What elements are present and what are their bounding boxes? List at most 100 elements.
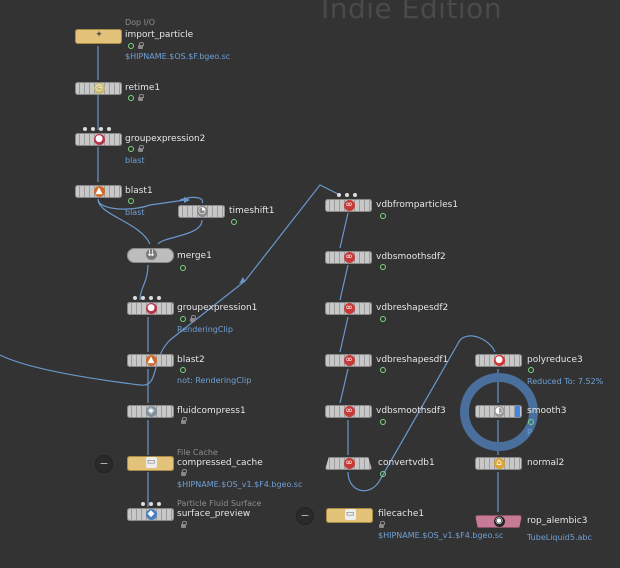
smooth-icon: ◐ bbox=[493, 406, 505, 417]
node-name[interactable]: filecache1 bbox=[378, 509, 425, 519]
node-name[interactable]: compressed_cache bbox=[177, 458, 263, 468]
input-port[interactable] bbox=[149, 502, 153, 506]
compress-icon: ◈ bbox=[145, 406, 157, 417]
display-flag[interactable] bbox=[128, 146, 134, 152]
node-name[interactable]: normal2 bbox=[527, 458, 565, 468]
node-name[interactable]: vdbsmoothsdf3 bbox=[376, 406, 446, 416]
display-flag-icon[interactable] bbox=[515, 406, 520, 417]
display-flag[interactable] bbox=[231, 219, 237, 225]
input-port[interactable] bbox=[99, 127, 103, 131]
node-name[interactable]: smooth3 bbox=[527, 406, 567, 416]
display-flag[interactable] bbox=[380, 264, 386, 270]
node-name[interactable]: vdbreshapesdf1 bbox=[376, 355, 449, 365]
lock-icon bbox=[138, 94, 144, 101]
node-body[interactable]: ▭ bbox=[127, 456, 174, 471]
node-body[interactable]: ◉ bbox=[475, 515, 522, 528]
node-name[interactable]: vdbreshapesdf2 bbox=[376, 303, 449, 313]
node-name[interactable]: convertvdb1 bbox=[378, 458, 435, 468]
node-body[interactable]: ▭ bbox=[326, 508, 373, 523]
input-port[interactable] bbox=[345, 193, 349, 197]
node-body[interactable]: ∞ bbox=[325, 354, 372, 367]
node-body[interactable]: ▲ bbox=[127, 354, 174, 367]
input-port[interactable] bbox=[133, 296, 137, 300]
group-icon: ● bbox=[93, 134, 105, 145]
display-flag[interactable] bbox=[380, 367, 386, 373]
lock-icon bbox=[379, 521, 385, 528]
node-name[interactable]: groupexpression2 bbox=[125, 134, 206, 144]
input-port[interactable] bbox=[157, 296, 161, 300]
display-flag[interactable] bbox=[180, 265, 186, 271]
input-port[interactable] bbox=[149, 296, 153, 300]
display-flag[interactable] bbox=[380, 213, 386, 219]
node-name[interactable]: polyreduce3 bbox=[527, 355, 583, 365]
collapse-button[interactable]: − bbox=[296, 507, 314, 525]
node-name[interactable]: fluidcompress1 bbox=[177, 406, 246, 416]
display-flag[interactable] bbox=[380, 316, 386, 322]
display-flag[interactable] bbox=[528, 367, 534, 373]
input-port[interactable] bbox=[157, 502, 161, 506]
node-name[interactable]: vdbsmoothsdf2 bbox=[376, 252, 446, 262]
node-info: $HIPNAME.$OS_v1.$F4.bgeo.sc bbox=[378, 531, 504, 540]
display-flag[interactable] bbox=[128, 43, 134, 49]
blast-icon: ▲ bbox=[93, 186, 105, 197]
node-body[interactable]: ∞ bbox=[325, 302, 372, 315]
node-body[interactable]: ∞ bbox=[325, 199, 372, 212]
node-info: blast bbox=[125, 208, 145, 217]
input-port[interactable] bbox=[107, 127, 111, 131]
node-name[interactable]: retime1 bbox=[125, 83, 161, 93]
vdb-icon: ∞ bbox=[343, 458, 355, 469]
node-info: blast bbox=[125, 156, 145, 165]
node-name[interactable]: groupexpression1 bbox=[177, 303, 258, 313]
lock-icon bbox=[138, 145, 144, 152]
input-port[interactable] bbox=[141, 502, 145, 506]
node-body[interactable]: ● bbox=[475, 354, 522, 367]
node-body[interactable]: ∞ bbox=[325, 251, 372, 264]
normal-icon: ⌂ bbox=[493, 458, 505, 469]
display-flag[interactable] bbox=[180, 367, 186, 373]
node-name[interactable]: rop_alembic3 bbox=[527, 516, 588, 526]
node-body[interactable]: ∞ bbox=[325, 405, 372, 418]
node-body[interactable]: ● bbox=[75, 133, 122, 146]
node-body[interactable]: ✦ bbox=[75, 29, 122, 44]
node-body[interactable]: ◈ bbox=[127, 405, 174, 418]
lock-icon bbox=[181, 417, 187, 424]
group-icon: ● bbox=[145, 303, 157, 314]
input-port[interactable] bbox=[353, 193, 357, 197]
node-body[interactable]: ▲ bbox=[75, 185, 122, 198]
node-name[interactable]: blast2 bbox=[177, 355, 205, 365]
node-body[interactable]: ∞ bbox=[325, 457, 372, 470]
node-body[interactable]: ◷ bbox=[75, 82, 122, 95]
node-info: RenderingClip bbox=[177, 325, 233, 334]
lock-icon bbox=[181, 521, 187, 528]
wire bbox=[157, 219, 203, 245]
node-body[interactable]: ◐ bbox=[475, 405, 522, 418]
node-body[interactable]: ⌂ bbox=[475, 457, 522, 470]
node-name[interactable]: import_particle bbox=[125, 30, 194, 40]
display-flag[interactable] bbox=[180, 316, 186, 322]
node-body[interactable]: ◆ bbox=[127, 508, 174, 521]
node-body[interactable]: ● bbox=[127, 302, 174, 315]
input-port[interactable] bbox=[141, 296, 145, 300]
node-name[interactable]: vdbfromparticles1 bbox=[376, 200, 459, 210]
input-port[interactable] bbox=[337, 193, 341, 197]
display-flag[interactable] bbox=[528, 419, 534, 425]
wire bbox=[339, 212, 349, 249]
node-body[interactable]: ⇊ bbox=[127, 248, 174, 263]
node-name[interactable]: merge1 bbox=[177, 251, 212, 261]
node-info: Reduced To: 7.52% bbox=[527, 377, 604, 386]
node-name[interactable]: surface_preview bbox=[177, 509, 251, 519]
node-name[interactable]: timeshift1 bbox=[229, 206, 275, 216]
node-body[interactable]: ◔ bbox=[178, 205, 225, 218]
node-name[interactable]: blast1 bbox=[125, 186, 153, 196]
display-flag[interactable] bbox=[380, 471, 386, 477]
input-port[interactable] bbox=[91, 127, 95, 131]
display-flag[interactable] bbox=[380, 419, 386, 425]
display-flag[interactable] bbox=[128, 198, 134, 204]
wire bbox=[179, 196, 204, 204]
input-port[interactable] bbox=[83, 127, 87, 131]
display-flag[interactable] bbox=[128, 95, 134, 101]
cache-icon: ▭ bbox=[344, 509, 356, 520]
node-info: not: RenderingClip bbox=[177, 376, 252, 385]
collapse-button[interactable]: − bbox=[95, 455, 113, 473]
